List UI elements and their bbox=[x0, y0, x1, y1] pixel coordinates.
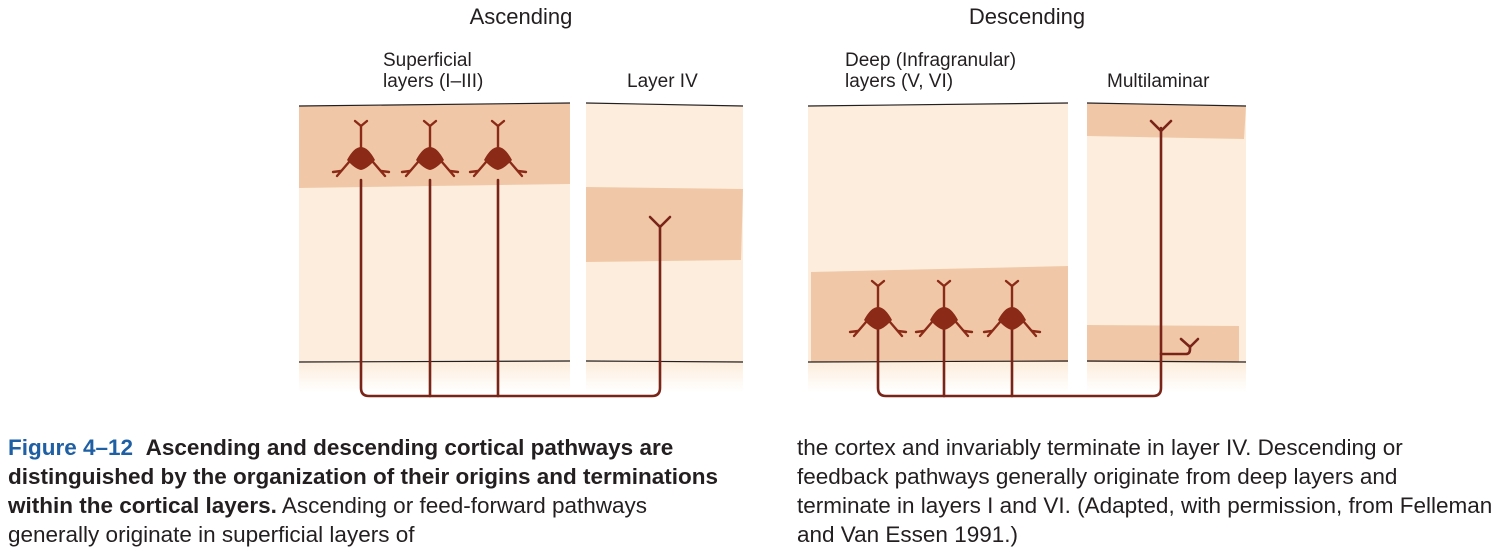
figure-label: Figure 4–12 bbox=[8, 435, 134, 460]
figure-caption-left: Figure 4–12 Ascending and descending cor… bbox=[8, 433, 733, 549]
deep-label-line1: Deep (Infragranular) bbox=[845, 50, 1016, 71]
pyramidal-neuron-superficial-1 bbox=[331, 119, 391, 178]
superficial-label-line2: layers (I–III) bbox=[383, 71, 483, 92]
ascending-heading: Ascending bbox=[470, 4, 573, 29]
descending-heading: Descending bbox=[969, 4, 1085, 29]
panel-layer-iv bbox=[585, 102, 744, 392]
panel-deep bbox=[807, 102, 1069, 392]
cortical-pathways-diagram: Ascending Descending Superficial layers … bbox=[298, 4, 1247, 398]
deep-label-line2: layers (V, VI) bbox=[845, 71, 953, 92]
pyramidal-neuron-superficial-2 bbox=[400, 119, 460, 178]
multilaminar-label: Multilaminar bbox=[1107, 71, 1210, 92]
panel-multilaminar bbox=[1086, 102, 1247, 392]
ascending-axons bbox=[359, 178, 672, 398]
descending-axons bbox=[876, 119, 1200, 398]
superficial-label-line1: Superficial bbox=[383, 50, 472, 71]
caption-bold-text: Ascending and descending cortical pathwa… bbox=[8, 435, 719, 518]
layer4-label: Layer IV bbox=[627, 71, 698, 92]
caption-left-text: Ascending or feed-forward pathways gener… bbox=[8, 493, 648, 547]
figure-caption-right: the cortex and invariably terminate in l… bbox=[797, 433, 1497, 549]
pyramidal-neuron-deep-3 bbox=[982, 279, 1042, 338]
pyramidal-neuron-deep-2 bbox=[914, 279, 974, 338]
panel-superficial bbox=[298, 102, 571, 392]
caption-right-text: the cortex and invariably terminate in l… bbox=[797, 435, 1493, 547]
pyramidal-neuron-deep-1 bbox=[848, 279, 908, 338]
pyramidal-neuron-superficial-3 bbox=[468, 119, 528, 178]
